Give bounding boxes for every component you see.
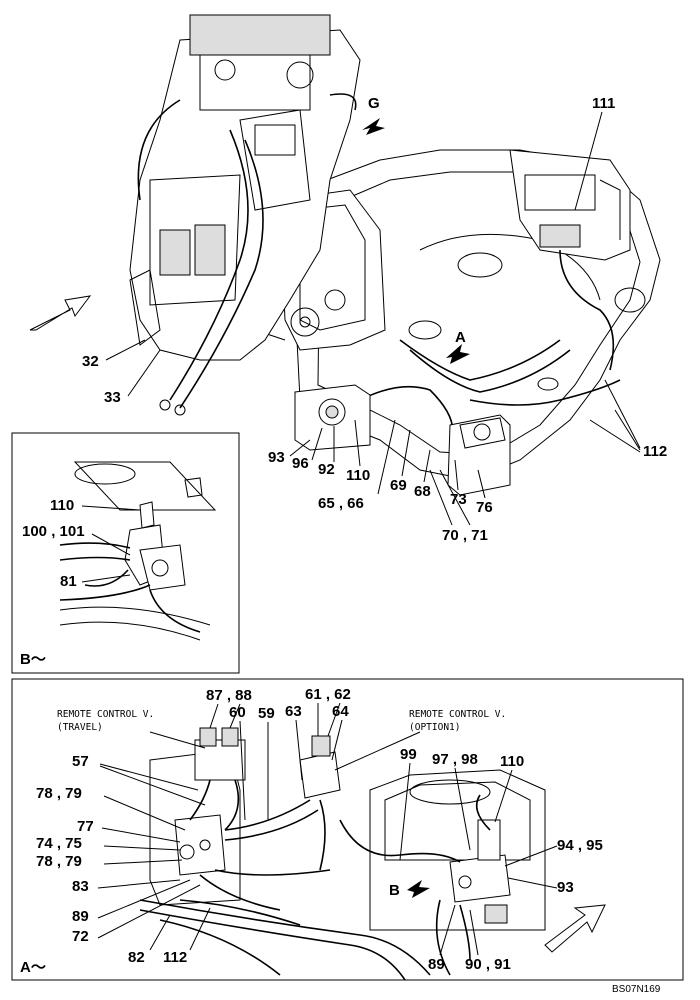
callout-100-101: 100 , 101 bbox=[22, 523, 85, 540]
callout-99: 99 bbox=[400, 746, 417, 763]
view-a-frame bbox=[11, 678, 684, 981]
view-direction-b: B bbox=[389, 882, 400, 899]
callout-87-88: 87 , 88 bbox=[206, 687, 252, 704]
remote-control-valve-option bbox=[299, 751, 341, 799]
callout-90-91: 90 , 91 bbox=[465, 956, 511, 973]
callout-110-view-a: 110 bbox=[500, 753, 524, 770]
callout-77: 77 bbox=[77, 818, 94, 835]
note-rc-option-line2: (OPTION1) bbox=[409, 722, 460, 733]
main-view-callouts: G A 111 32 33 112 93 96 92 110 65 , 66 6… bbox=[82, 95, 667, 544]
remote-control-valve-travel bbox=[194, 739, 246, 781]
view-b-frame bbox=[11, 432, 240, 674]
callout-93-view-a: 93 bbox=[557, 879, 574, 896]
callout-94-95: 94 , 95 bbox=[557, 837, 603, 854]
callout-89-left: 89 bbox=[72, 908, 89, 925]
callout-97-98: 97 , 98 bbox=[432, 751, 478, 768]
callout-69: 69 bbox=[390, 477, 407, 494]
callout-65-66: 65 , 66 bbox=[318, 495, 364, 512]
callout-89-right: 89 bbox=[428, 956, 445, 973]
callout-57: 57 bbox=[72, 753, 89, 770]
callout-32: 32 bbox=[82, 353, 99, 370]
view-b-title: B～ bbox=[20, 651, 46, 668]
callout-76: 76 bbox=[476, 499, 493, 516]
view-a-title: A～ bbox=[20, 959, 46, 976]
callout-61-62: 61 , 62 bbox=[305, 686, 351, 703]
main-assembly-drawing bbox=[29, 14, 661, 496]
callout-82: 82 bbox=[128, 949, 145, 966]
note-rc-option-line1: REMOTE CONTROL V. bbox=[409, 709, 506, 720]
callout-110-main: 110 bbox=[346, 467, 370, 484]
callout-96: 96 bbox=[292, 455, 309, 472]
callout-60: 60 bbox=[229, 704, 246, 721]
view-a-inset: REMOTE CONTROL V. (TRAVEL) REMOTE CONTRO… bbox=[11, 678, 684, 981]
view-direction-a: A bbox=[455, 329, 466, 346]
callout-33: 33 bbox=[104, 389, 121, 406]
callout-81: 81 bbox=[60, 573, 77, 590]
view-b-inset: 110 100 , 101 81 B～ bbox=[11, 432, 240, 674]
callout-70-71: 70 , 71 bbox=[442, 527, 488, 544]
callout-72: 72 bbox=[72, 928, 89, 945]
callout-112: 112 bbox=[643, 443, 667, 460]
callout-93: 93 bbox=[268, 449, 285, 466]
note-rc-travel-line2: (TRAVEL) bbox=[57, 722, 103, 733]
callout-110-view-b: 110 bbox=[50, 497, 74, 514]
callout-78-79-lower: 78 , 79 bbox=[36, 853, 82, 870]
callout-74-75: 74 , 75 bbox=[36, 835, 82, 852]
callout-64: 64 bbox=[332, 703, 349, 720]
callout-111: 111 bbox=[592, 95, 615, 112]
note-rc-travel-line1: REMOTE CONTROL V. bbox=[57, 709, 154, 720]
callout-63: 63 bbox=[285, 703, 302, 720]
callout-112-view-a: 112 bbox=[163, 949, 187, 966]
callout-83: 83 bbox=[72, 878, 89, 895]
callout-68: 68 bbox=[414, 483, 431, 500]
drawing-code: BS07N169 bbox=[612, 984, 661, 995]
view-direction-g: G bbox=[368, 95, 380, 112]
callout-78-79-upper: 78 , 79 bbox=[36, 785, 82, 802]
callout-92: 92 bbox=[318, 461, 335, 478]
callout-59: 59 bbox=[258, 705, 275, 722]
